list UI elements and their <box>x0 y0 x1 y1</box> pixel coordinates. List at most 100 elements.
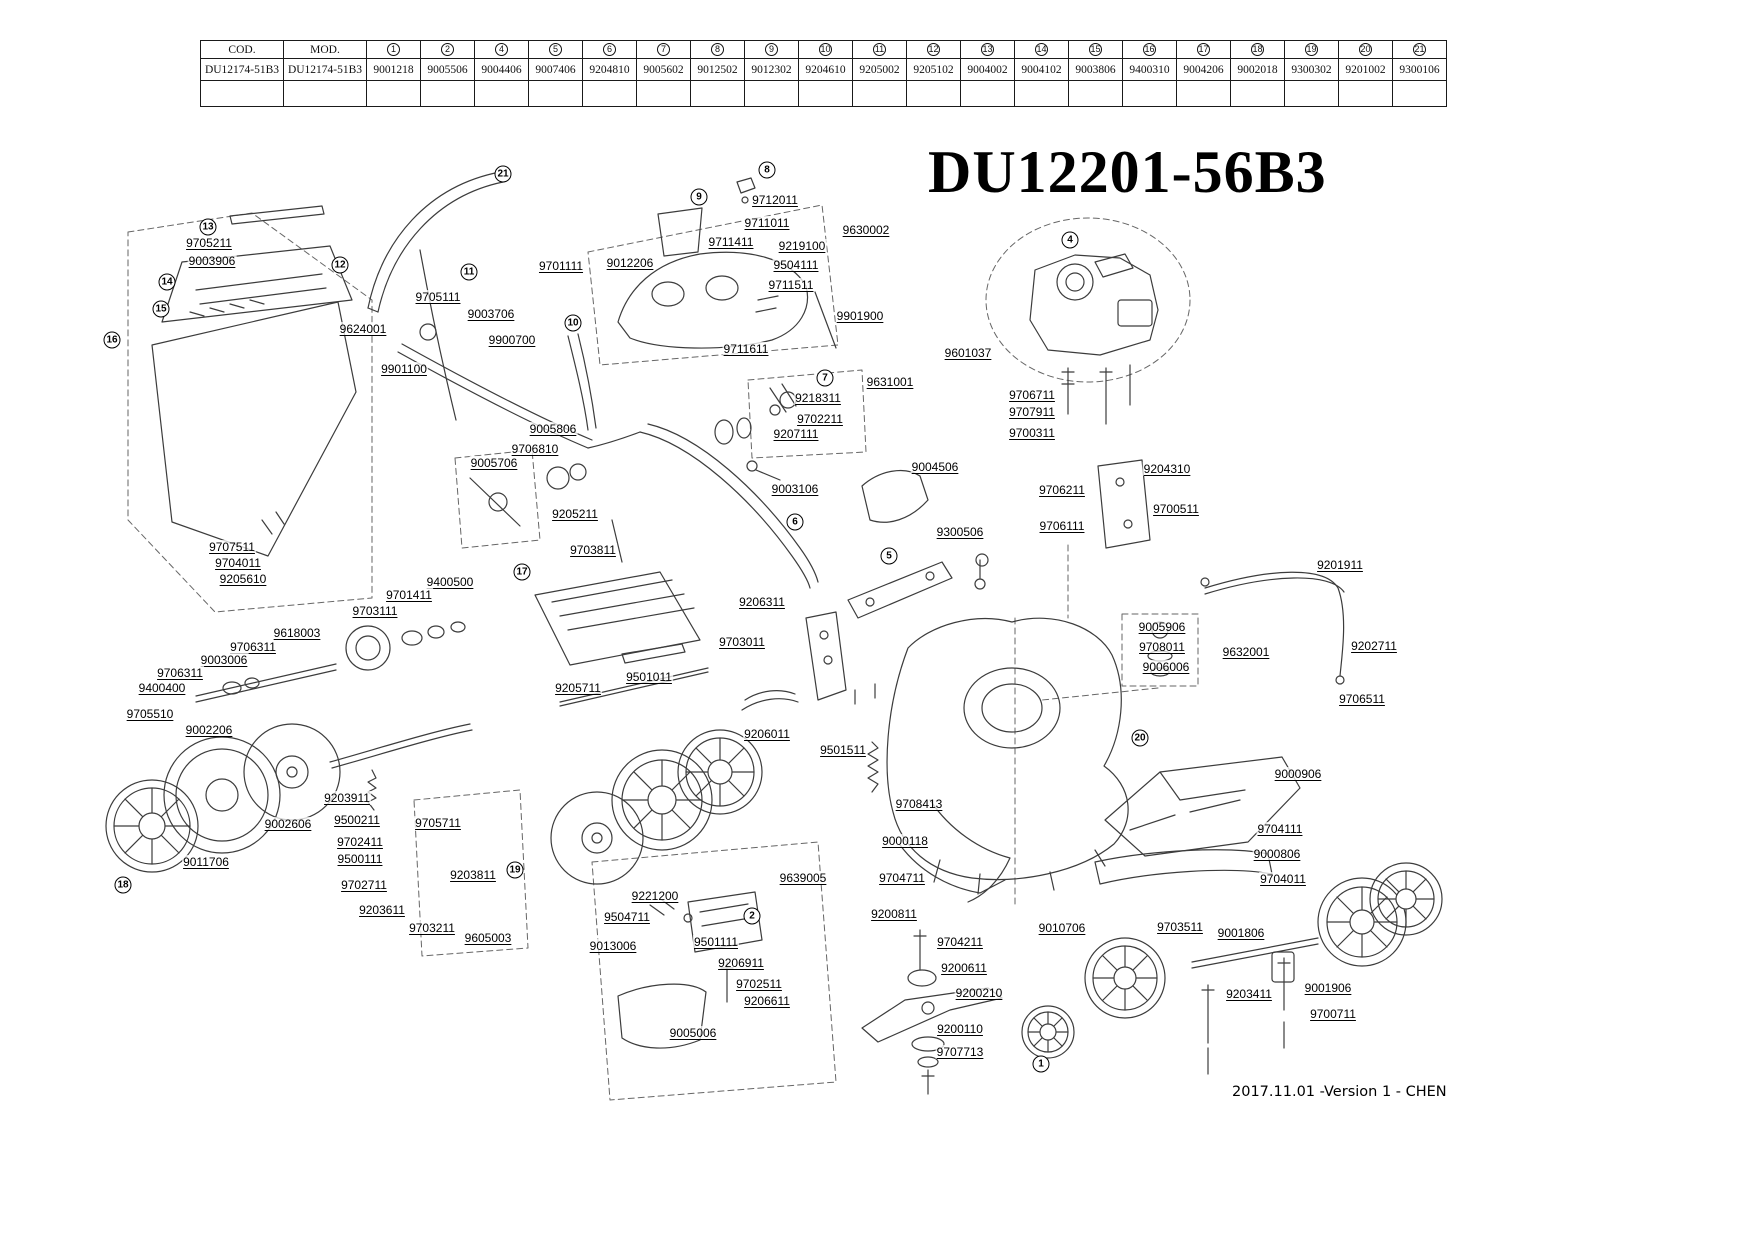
part-label: 9705711 <box>414 816 462 830</box>
part-label: 9501511 <box>819 743 867 757</box>
part-label: 9706711 <box>1008 388 1056 402</box>
part-label: 9707511 <box>208 540 256 554</box>
wheel-center-1 <box>611 749 713 851</box>
table-cell <box>1338 80 1393 107</box>
part-label: 9708011 <box>1138 640 1186 654</box>
part-label: 9200811 <box>870 907 918 921</box>
part-label: 9218311 <box>794 391 842 405</box>
spindle-parts <box>469 463 623 563</box>
table-cell <box>1392 80 1447 107</box>
part-label: 9630002 <box>841 223 891 237</box>
part-label: 9618003 <box>272 626 322 640</box>
callout-number: 17 <box>513 563 531 581</box>
table-cell <box>1176 80 1231 107</box>
part-label: 9704011 <box>214 556 262 570</box>
part-label: 9504711 <box>603 910 651 924</box>
part-label: 9704011 <box>1259 872 1307 886</box>
callout-number: 1 <box>1032 1055 1050 1073</box>
callout-number: 13 <box>199 218 217 236</box>
rear-cover <box>1094 756 1301 885</box>
part-label: 9639005 <box>778 871 828 885</box>
part-label: 9707713 <box>935 1045 985 1059</box>
part-label: 9000906 <box>1273 767 1323 781</box>
part-label: 9005906 <box>1137 620 1187 634</box>
part-label: 9711011 <box>743 216 791 230</box>
part-label: 9901900 <box>835 309 885 323</box>
table-cell: 9005602 <box>636 58 691 81</box>
callout-number: 7 <box>816 369 834 387</box>
part-label: 9010706 <box>1037 921 1087 935</box>
part-label: 9002206 <box>184 723 234 737</box>
callout-number: 21 <box>494 165 512 183</box>
part-label: 9003706 <box>466 307 516 321</box>
part-label: 9501111 <box>692 935 740 949</box>
part-label: 9703011 <box>718 635 766 649</box>
table-cell: 9012302 <box>744 58 799 81</box>
table-cell <box>420 80 475 107</box>
table-cell: 9204610 <box>798 58 853 81</box>
part-label: 9207111 <box>772 427 820 441</box>
part-label: 9703111 <box>351 604 399 618</box>
part-label: 9206011 <box>743 727 791 741</box>
part-label: 9204310 <box>1142 462 1192 476</box>
table-cell: 9400310 <box>1122 58 1177 81</box>
part-label: 9708413 <box>894 797 944 811</box>
callout-number: 19 <box>506 861 524 879</box>
part-label: 9703511 <box>1156 920 1204 934</box>
part-label: 9003106 <box>770 482 820 496</box>
part-label: 9300506 <box>935 525 985 539</box>
part-label: 9901100 <box>380 362 428 376</box>
part-label: 9500111 <box>336 852 384 866</box>
wheel-left-disc <box>243 723 341 821</box>
wheel-center-2 <box>677 729 763 815</box>
part-label: 9200210 <box>954 986 1004 1000</box>
table-cell: 9004206 <box>1176 58 1231 81</box>
part-label: 9701111 <box>537 259 585 273</box>
table-cell <box>200 80 284 107</box>
part-label: 9001806 <box>1216 926 1266 940</box>
part-label: 9500211 <box>333 813 381 827</box>
part-label: 9006006 <box>1141 660 1191 674</box>
part-label: 9013006 <box>588 939 638 953</box>
part-label: 9704711 <box>878 871 926 885</box>
part-label: 9003906 <box>187 254 237 268</box>
table-cell <box>283 80 367 107</box>
table-cell: 9004002 <box>960 58 1015 81</box>
part-label: 9203611 <box>358 903 406 917</box>
part-label: 9205211 <box>551 507 599 521</box>
blade-assembly <box>861 929 1003 1095</box>
part-label: 9900700 <box>487 333 537 347</box>
part-label: 9703211 <box>408 921 456 935</box>
cable-lever-parts <box>769 383 797 416</box>
callout-number: 14 <box>158 273 176 291</box>
part-label: 9011706 <box>182 855 230 869</box>
part-label: 9706511 <box>1338 692 1386 706</box>
part-label: 9005006 <box>668 1026 718 1040</box>
part-label: 9000118 <box>881 834 929 848</box>
part-label: 9205610 <box>218 572 268 586</box>
table-header-cell: 21 <box>1392 40 1447 59</box>
part-label: 9203911 <box>323 791 371 805</box>
part-label: 9705111 <box>414 290 462 304</box>
wheel-front-1 <box>1084 937 1166 1019</box>
part-label: 9706311 <box>156 666 204 680</box>
table-header-cell: 6 <box>582 40 637 59</box>
part-label: 9706211 <box>1038 483 1086 497</box>
callout-number: 5 <box>880 547 898 565</box>
part-label: 9702211 <box>796 412 844 426</box>
part-label: 9707911 <box>1008 405 1056 419</box>
part-label: 9201911 <box>1316 558 1364 572</box>
table-cell: 9205102 <box>906 58 961 81</box>
part-label: 9705211 <box>185 236 233 250</box>
part-label: 9704111 <box>1256 822 1304 836</box>
part-label: 9000806 <box>1252 847 1302 861</box>
wheel-center-disc <box>550 791 644 885</box>
callout-number: 6 <box>786 513 804 531</box>
part-label: 9702511 <box>735 977 783 991</box>
wheel-right-2 <box>1369 862 1443 936</box>
part-label: 9706111 <box>1038 519 1086 533</box>
part-label: 9004506 <box>910 460 960 474</box>
